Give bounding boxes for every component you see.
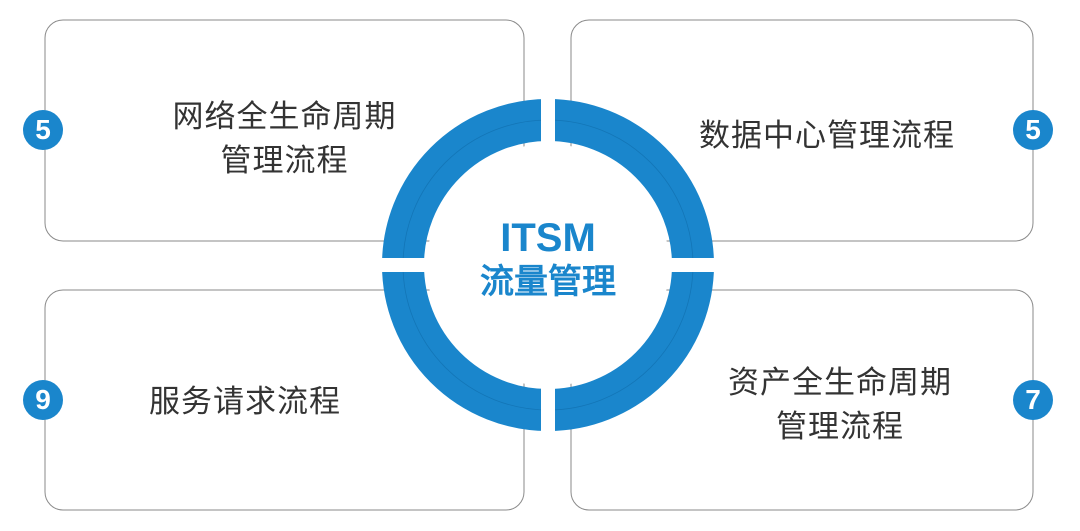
label-line2: 管理流程 [220, 143, 349, 179]
ring [378, 95, 718, 435]
count-badge-service: 9 [23, 380, 63, 420]
label-line1: 数据中心管理流程 [699, 118, 955, 154]
label-line1: 网络全生命周期 [172, 99, 397, 135]
label-line1: 资产全生命周期 [728, 365, 952, 401]
label-line1: 服务请求流程 [149, 384, 341, 420]
count-badge-datacenter: 5 [1013, 110, 1053, 150]
quadrant-label-datacenter: 数据中心管理流程 [662, 114, 992, 158]
quadrant-label-asset: 资产全生命周期 管理流程 [680, 361, 1000, 449]
count-badge-network: 5 [23, 110, 63, 150]
quadrant-label-service: 服务请求流程 [90, 380, 400, 424]
quadrant-label-network: 网络全生命周期 管理流程 [45, 95, 524, 183]
center-title-sub: 流量管理 [480, 262, 616, 302]
center-title: ITSM 流量管理 [428, 215, 668, 303]
label-line2: 管理流程 [776, 409, 904, 445]
center-title-main: ITSM [500, 216, 596, 260]
count-badge-asset: 7 [1013, 380, 1053, 420]
